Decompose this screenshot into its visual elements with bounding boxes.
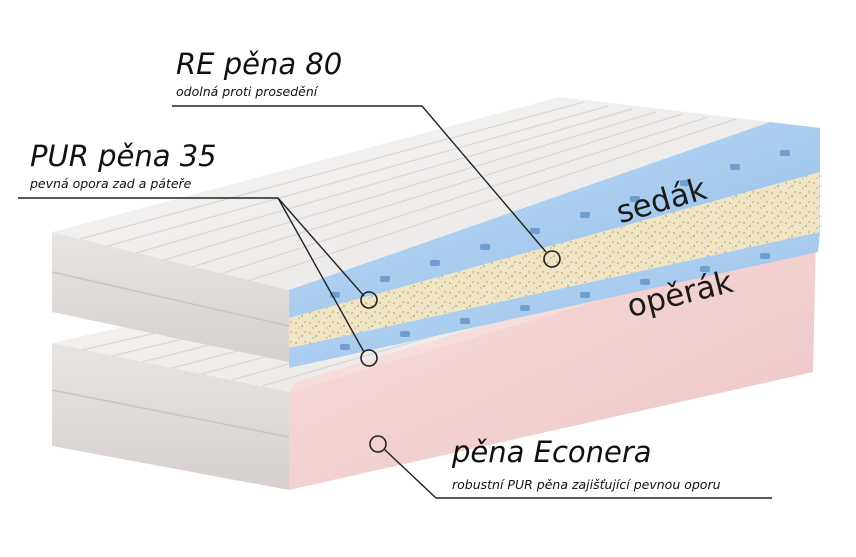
top-cover-top (52, 97, 770, 290)
re-marker (543, 250, 561, 268)
pur-leader-pointer-a (277, 197, 365, 297)
re-leader-pointer (421, 105, 547, 253)
top-mattress (51, 97, 820, 368)
pur-marker-top (360, 291, 378, 309)
pur-foam-subtitle: pevná opora zad a páteře (30, 176, 192, 191)
foam-dents (330, 150, 790, 350)
econera-foam-face (289, 236, 816, 490)
re-foam-subtitle: odolná proti prosedění (176, 84, 318, 99)
econera-leader-pointer (383, 448, 437, 499)
re-foam-title: RE pěna 80 (176, 47, 343, 81)
top-quilt-lines (79, 101, 737, 282)
re-foam-bottom-layer (289, 232, 820, 368)
pur-foam-core (289, 172, 820, 348)
re-foam-top-layer (289, 122, 820, 318)
pur-marker-bottom (360, 349, 378, 367)
econera-foam-subtitle: robustní PUR pěna zajišťující pevnou opo… (452, 477, 721, 492)
pur-leader-pointer-b (277, 197, 365, 353)
econera-marker (369, 435, 387, 453)
pur-foam-title: PUR pěna 35 (30, 139, 217, 173)
bottom-cover-side (52, 343, 289, 490)
leader-markers (360, 250, 561, 453)
top-cover-side (52, 232, 289, 362)
leader-lines (18, 105, 772, 499)
econera-foam-title: pěna Econera (452, 435, 652, 469)
